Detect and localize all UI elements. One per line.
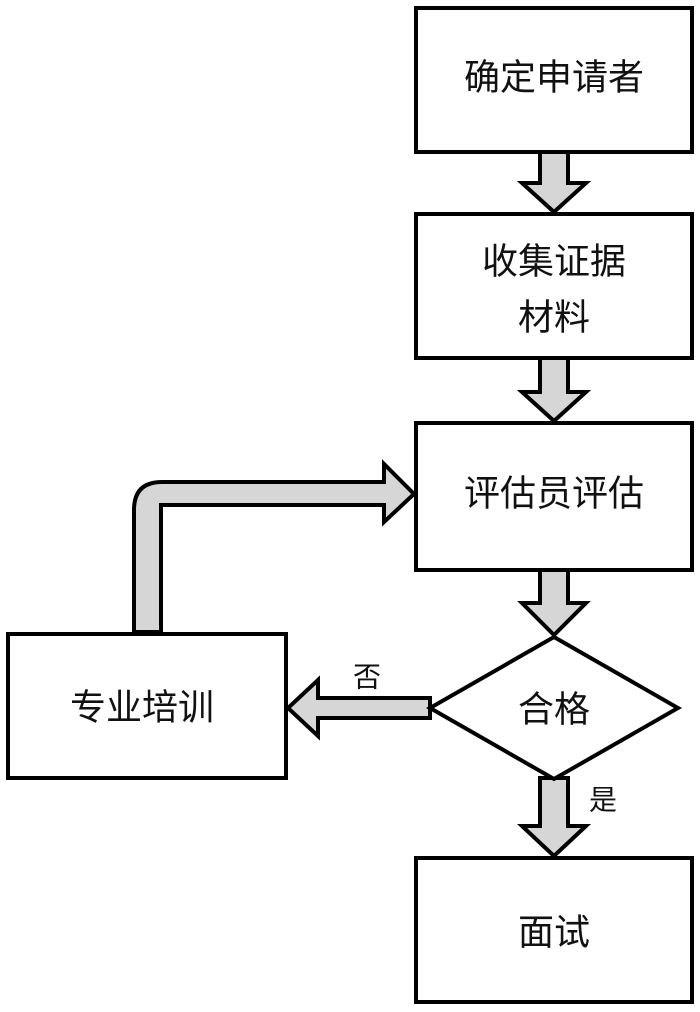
label-interview: 面试 <box>518 913 590 954</box>
label-collect-evidence-line1: 收集证据 <box>482 242 626 283</box>
node-determine-applicant <box>414 6 694 154</box>
node-professional-training <box>6 632 288 780</box>
label-determine-applicant: 确定申请者 <box>464 58 644 99</box>
arrow-qualified-to-interview <box>516 776 592 859</box>
edge-label-no: 否 <box>353 661 381 694</box>
node-interview <box>414 856 694 1004</box>
edge-label-yes: 是 <box>589 784 617 817</box>
label-assessor-evaluation: 评估员评估 <box>464 474 644 515</box>
label-professional-training: 专业培训 <box>70 688 214 729</box>
arrow-applicant-to-collect <box>516 150 592 215</box>
label-collect-evidence-line2: 材料 <box>518 298 590 339</box>
node-collect-evidence <box>414 212 694 360</box>
label-qualified: 合格 <box>518 690 590 731</box>
node-assessor-evaluation <box>414 421 694 572</box>
node-qualified <box>425 634 683 782</box>
arrow-evaluation-to-qualified <box>517 568 591 638</box>
arrow-qualified-to-training <box>285 675 432 741</box>
arrow-training-to-evaluation <box>132 459 417 634</box>
arrow-collect-to-evaluation <box>516 356 592 424</box>
